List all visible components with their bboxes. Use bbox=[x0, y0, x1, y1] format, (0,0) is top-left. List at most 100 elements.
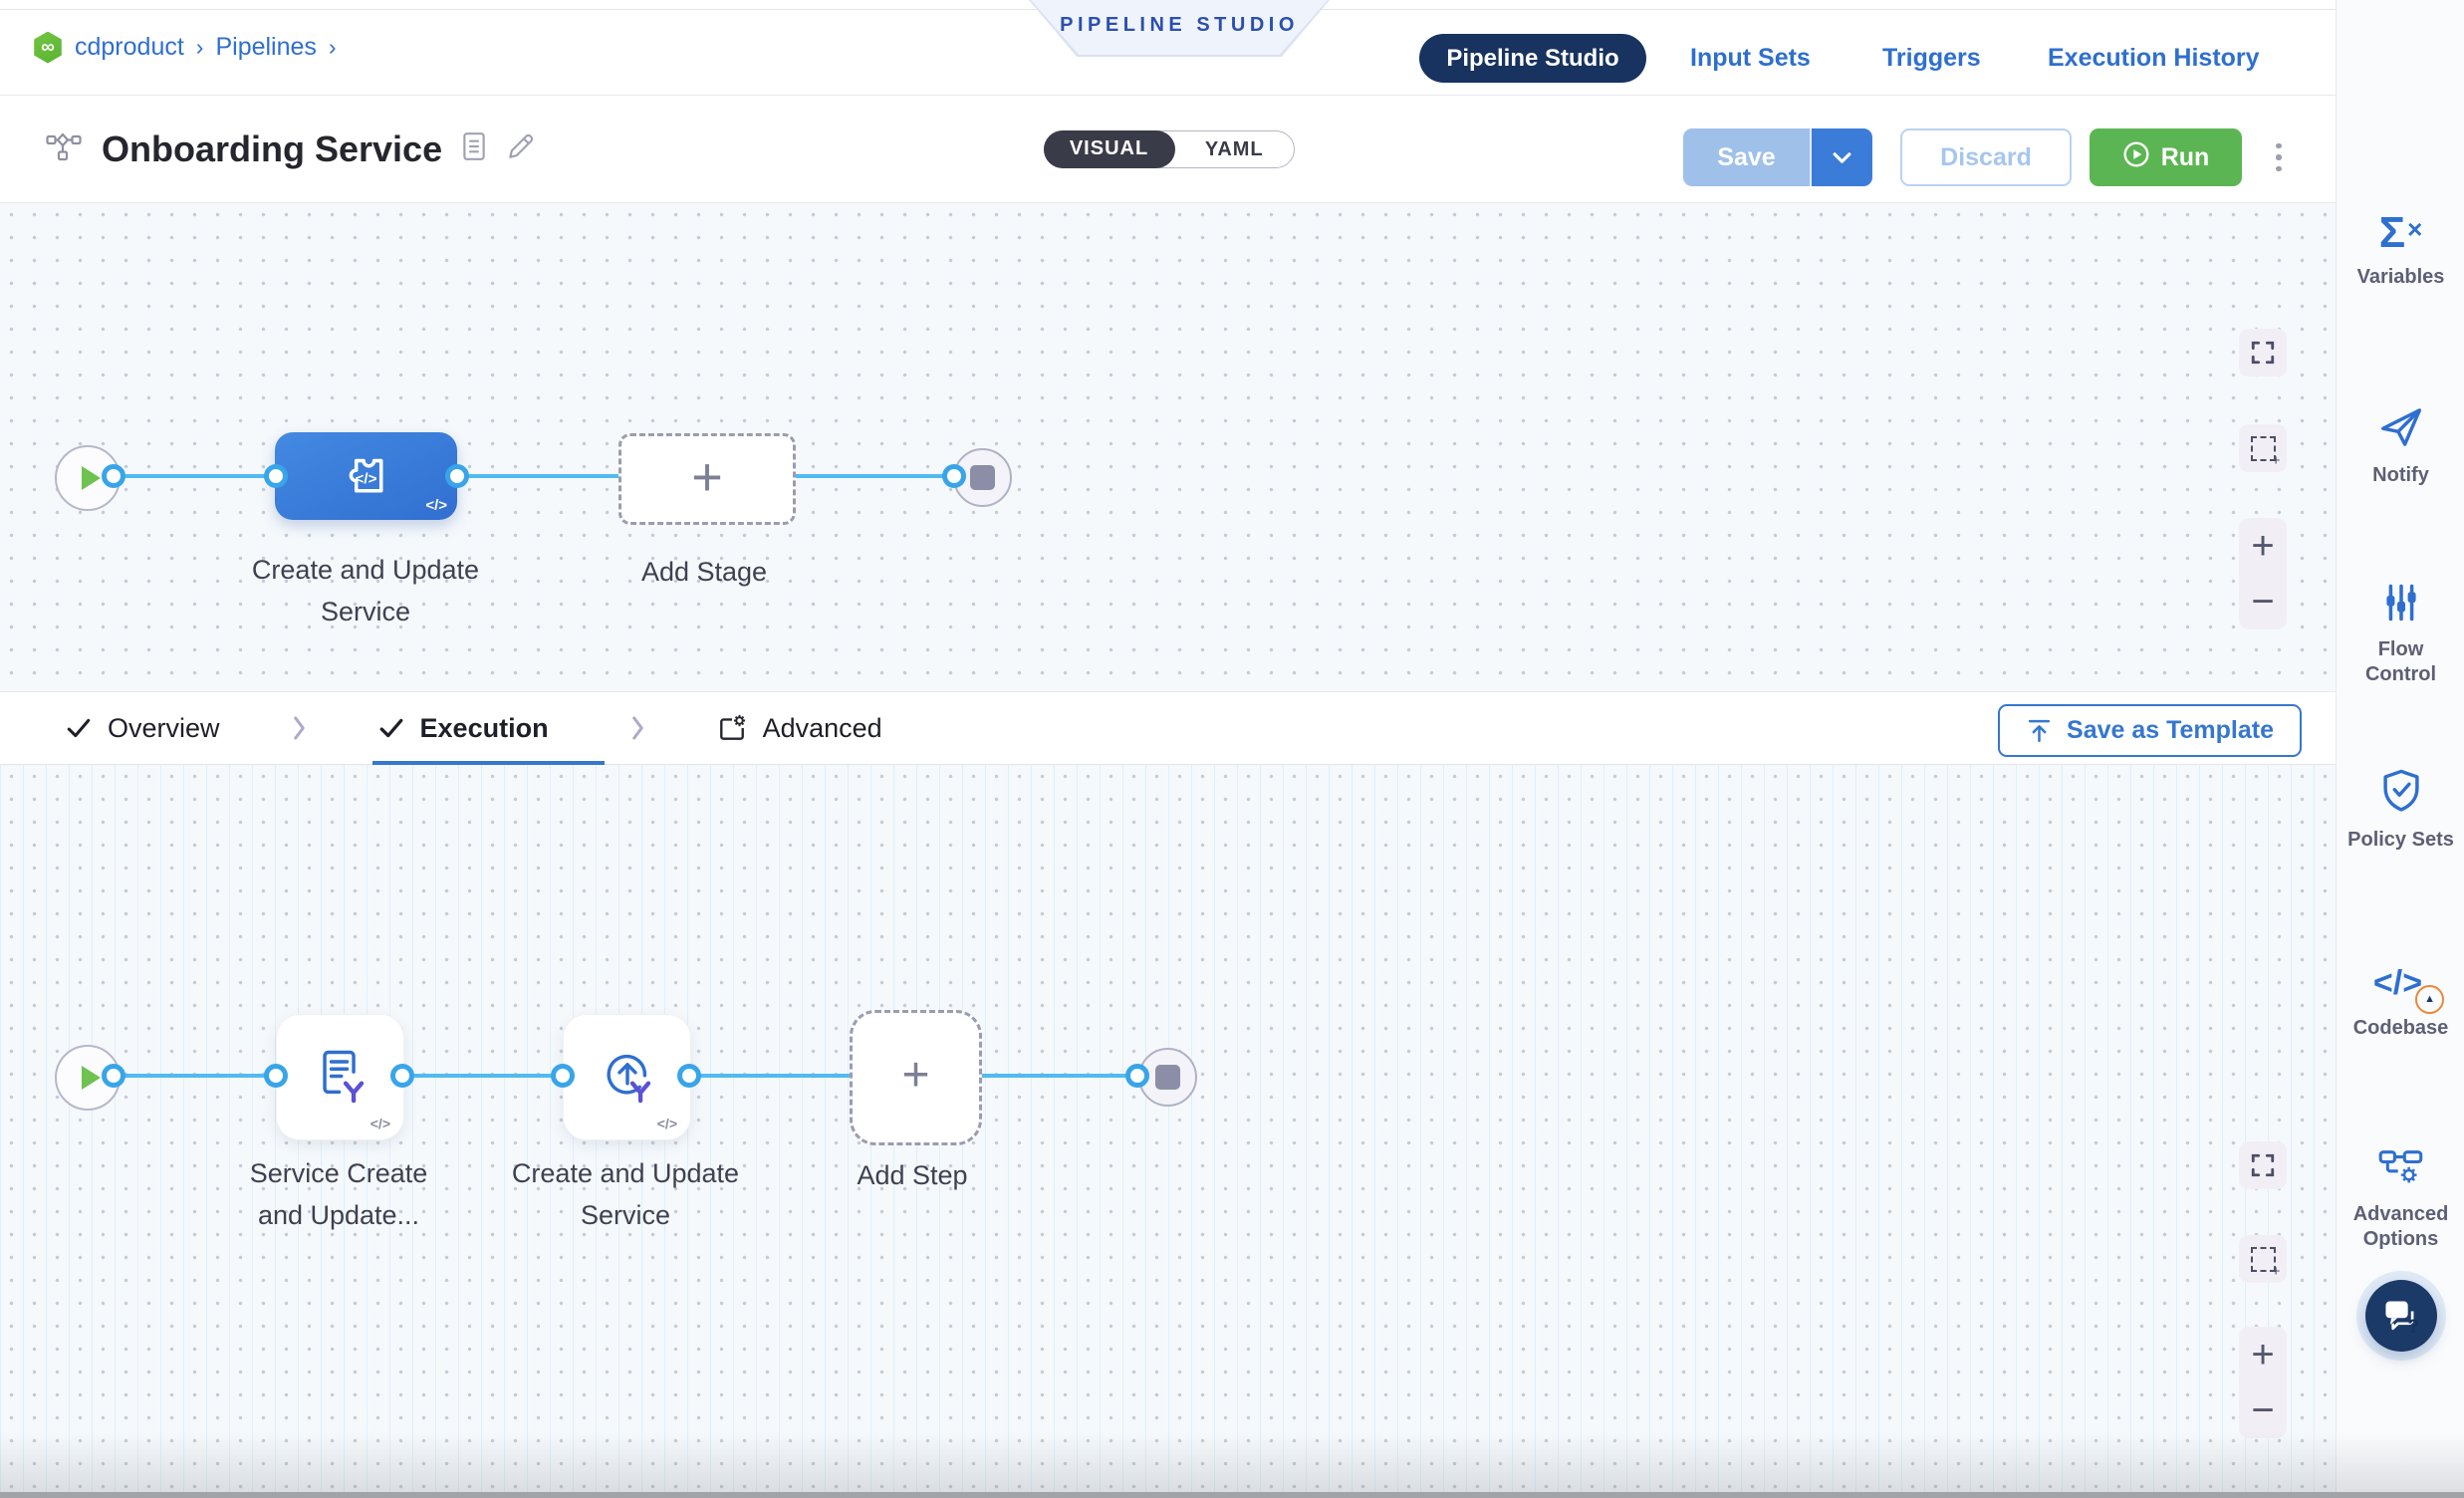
run-play-icon bbox=[2122, 140, 2150, 175]
breadcrumb-project-link[interactable]: cdproduct bbox=[75, 33, 184, 61]
marquee-icon bbox=[2250, 1246, 2281, 1280]
zoom-out-button[interactable]: − bbox=[2251, 1388, 2275, 1432]
title-group: Onboarding Service bbox=[46, 96, 536, 202]
code-glyph: </> bbox=[370, 1116, 390, 1131]
tab-pipeline-studio[interactable]: Pipeline Studio bbox=[1419, 34, 1646, 83]
plus-icon: + bbox=[691, 447, 723, 507]
chevron-right-icon bbox=[292, 713, 307, 743]
sidebar-item-variables[interactable]: Σ × Variables bbox=[2356, 208, 2445, 289]
sidebar-item-advanced-options[interactable]: Advanced Options bbox=[2337, 1147, 2464, 1252]
zoom-out-button[interactable]: − bbox=[2251, 580, 2275, 624]
stage-canvas[interactable]: </> </> + Create and Update Service Add … bbox=[0, 203, 2336, 691]
code-glyph: </> bbox=[355, 470, 377, 488]
connector-line bbox=[791, 474, 956, 478]
toggle-yaml[interactable]: YAML bbox=[1204, 137, 1264, 160]
stop-square-icon bbox=[1155, 1065, 1180, 1090]
warning-badge-icon: ▲ bbox=[2415, 985, 2445, 1014]
sigma-x-icon: Σ × bbox=[2378, 208, 2423, 257]
play-triangle-icon bbox=[82, 466, 101, 490]
connector-port bbox=[942, 464, 966, 488]
connector-port bbox=[1125, 1064, 1149, 1088]
sidebar-item-flow-control[interactable]: Flow Control bbox=[2337, 583, 2464, 687]
toggle-visual[interactable]: VISUAL bbox=[1043, 129, 1175, 168]
marquee-icon bbox=[2250, 435, 2281, 469]
breadcrumb-chevron-icon: › bbox=[195, 34, 204, 60]
pipeline-diagram-icon bbox=[46, 131, 82, 166]
step-node-create-update-service[interactable]: </> bbox=[563, 1014, 691, 1140]
chevron-right-icon bbox=[630, 713, 645, 743]
connector-port bbox=[445, 464, 469, 488]
breadcrumb-chevron-icon: › bbox=[328, 34, 337, 60]
select-region-button[interactable] bbox=[2239, 1235, 2287, 1283]
visual-yaml-toggle: VISUAL YAML bbox=[1043, 129, 1295, 168]
connector-line bbox=[460, 474, 621, 478]
connector-port bbox=[677, 1064, 701, 1088]
edit-pencil-icon[interactable] bbox=[506, 131, 536, 166]
select-region-button[interactable] bbox=[2239, 424, 2287, 472]
shield-check-icon bbox=[2381, 769, 2421, 818]
custom-stage-icon: </> bbox=[342, 451, 391, 501]
connector-line bbox=[406, 1074, 564, 1078]
discard-button[interactable]: Discard bbox=[1900, 128, 2072, 186]
stage-label: Create and Update Service bbox=[251, 555, 480, 626]
step-node-service-create-update[interactable]: </> bbox=[276, 1014, 404, 1140]
connector-port bbox=[264, 464, 288, 488]
stage-node-create-update-service[interactable]: </> </> bbox=[275, 432, 457, 520]
harness-logo-icon: ∞ bbox=[34, 31, 62, 64]
breadcrumb: ∞ cdproduct › Pipelines › bbox=[33, 0, 337, 95]
connector-port bbox=[102, 1064, 125, 1088]
more-options-kebab[interactable] bbox=[2259, 128, 2299, 186]
zoom-in-button[interactable]: + bbox=[2251, 1333, 2275, 1376]
step2-label: Create and Update Service bbox=[511, 1158, 740, 1230]
plus-icon: + bbox=[901, 1049, 930, 1102]
help-chat-button[interactable]: ? bbox=[2364, 1280, 2437, 1352]
banner-label: PIPELINE STUDIO bbox=[1060, 14, 1299, 36]
add-stage-button[interactable]: + bbox=[618, 433, 796, 525]
connector-line bbox=[693, 1074, 851, 1078]
connector-port bbox=[102, 464, 125, 488]
description-doc-icon[interactable] bbox=[462, 131, 486, 166]
add-stage-label: Add Stage bbox=[640, 557, 768, 587]
sidebar-item-notify[interactable]: Notify bbox=[2337, 406, 2464, 488]
fullscreen-button[interactable] bbox=[2239, 1141, 2287, 1189]
fullscreen-button[interactable] bbox=[2239, 329, 2287, 376]
run-button[interactable]: Run bbox=[2090, 128, 2242, 186]
upload-icon bbox=[2028, 719, 2051, 743]
sliders-icon bbox=[2383, 583, 2419, 627]
connector-port bbox=[264, 1064, 288, 1088]
connector-line bbox=[118, 474, 281, 478]
check-icon bbox=[67, 718, 91, 738]
check-icon bbox=[379, 718, 402, 738]
save-dropdown-caret[interactable] bbox=[1810, 128, 1872, 186]
connector-line bbox=[120, 1074, 279, 1078]
save-split-button: Save bbox=[1683, 128, 1872, 186]
tab-advanced[interactable]: Advanced bbox=[717, 692, 882, 764]
execution-canvas[interactable]: </> </> + bbox=[0, 765, 2336, 1498]
tab-overview[interactable]: Overview bbox=[66, 692, 220, 764]
tab-input-sets[interactable]: Input Sets bbox=[1690, 44, 1811, 72]
paper-plane-icon bbox=[2379, 406, 2423, 453]
save-as-template-button[interactable]: Save as Template bbox=[1998, 704, 2302, 757]
save-button[interactable]: Save bbox=[1683, 128, 1810, 186]
sidebar-item-policy-sets[interactable]: Policy Sets bbox=[2337, 769, 2464, 853]
tab-execution[interactable]: Execution bbox=[371, 692, 605, 765]
breadcrumb-pipelines-link[interactable]: Pipelines bbox=[215, 33, 317, 61]
tab-triggers[interactable]: Triggers bbox=[1882, 44, 1981, 72]
stage-tab-strip: Overview Execution Advanced bbox=[0, 691, 2336, 765]
step1-label: Service Create and Update... bbox=[249, 1158, 428, 1230]
chat-bubbles-icon: ? bbox=[2381, 1297, 2421, 1338]
add-step-label: Add Step bbox=[857, 1160, 968, 1190]
terraform-apply-rollback-icon bbox=[599, 1046, 656, 1109]
sidebar-item-codebase[interactable]: </> ▲ Codebase bbox=[2352, 964, 2449, 1039]
play-triangle-icon bbox=[82, 1066, 101, 1090]
zoom-in-button[interactable]: + bbox=[2251, 524, 2275, 568]
tab-execution-history[interactable]: Execution History bbox=[2048, 44, 2260, 72]
terraform-plan-doc-icon bbox=[312, 1046, 370, 1109]
connector-port bbox=[551, 1064, 575, 1088]
page-title: Onboarding Service bbox=[102, 127, 443, 169]
stop-square-icon bbox=[970, 465, 995, 490]
add-step-button[interactable]: + bbox=[850, 1010, 982, 1145]
zoom-controls: + − bbox=[2239, 518, 2287, 629]
connector-line bbox=[978, 1074, 1139, 1078]
